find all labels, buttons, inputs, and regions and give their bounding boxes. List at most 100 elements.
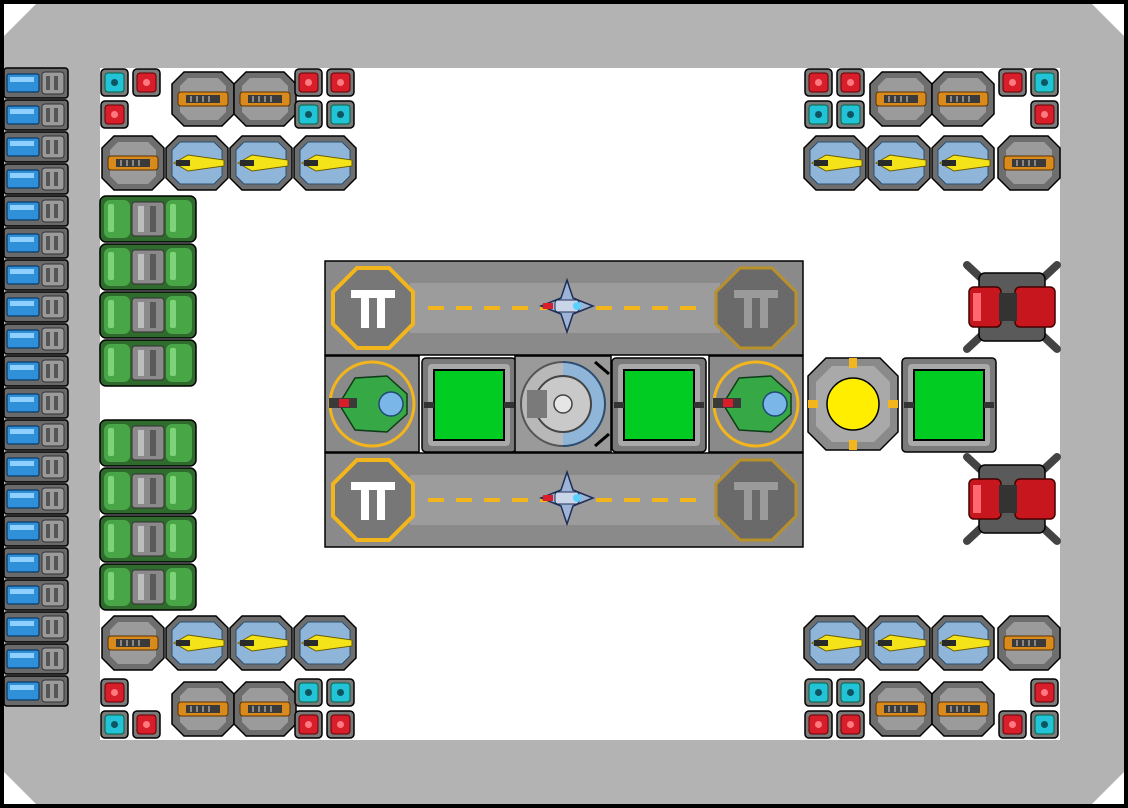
battery-cell[interactable] <box>3 547 69 579</box>
fuel-tank[interactable] <box>99 467 197 515</box>
landing-pad-icon <box>714 458 798 542</box>
shield-cell[interactable] <box>1030 678 1059 707</box>
shield-cell[interactable] <box>1030 100 1059 129</box>
shield-cell[interactable] <box>1030 710 1059 739</box>
battery-cell[interactable] <box>3 67 69 99</box>
shield-cell[interactable] <box>836 710 865 739</box>
frame-corner-bottom-left <box>4 772 36 804</box>
frame-corner-top-left <box>4 4 36 36</box>
laser-gun[interactable] <box>101 135 165 191</box>
plasma-cannon[interactable] <box>165 615 229 671</box>
battery-cell[interactable] <box>3 355 69 387</box>
shield-cell[interactable] <box>836 100 865 129</box>
shield-cell[interactable] <box>326 678 355 707</box>
shield-cell[interactable] <box>804 710 833 739</box>
fuel-tank[interactable] <box>99 243 197 291</box>
shield-cell[interactable] <box>294 678 323 707</box>
shield-cell[interactable] <box>804 100 833 129</box>
cargo-block[interactable] <box>421 357 517 453</box>
laser-gun[interactable] <box>997 615 1061 671</box>
frame-corner-bottom-right <box>1092 772 1124 804</box>
shield-cell[interactable] <box>132 68 161 97</box>
battery-cell[interactable] <box>3 99 69 131</box>
plasma-cannon[interactable] <box>803 615 867 671</box>
shield-cell[interactable] <box>100 710 129 739</box>
shield-cell[interactable] <box>294 710 323 739</box>
laser-gun[interactable] <box>233 71 297 127</box>
laser-gun[interactable] <box>869 681 933 737</box>
shield-cell[interactable] <box>326 100 355 129</box>
plasma-cannon[interactable] <box>803 135 867 191</box>
battery-cell[interactable] <box>3 323 69 355</box>
shield-cell[interactable] <box>100 678 129 707</box>
hangar-bay-bottom[interactable] <box>324 452 804 548</box>
plasma-cannon[interactable] <box>867 615 931 671</box>
plasma-cannon[interactable] <box>931 615 995 671</box>
battery-cell[interactable] <box>3 259 69 291</box>
battery-cell[interactable] <box>3 227 69 259</box>
turret-top[interactable] <box>967 265 1057 349</box>
turret-bottom[interactable] <box>967 457 1057 541</box>
fuel-tank[interactable] <box>99 195 197 243</box>
shield-cell[interactable] <box>804 678 833 707</box>
laser-gun[interactable] <box>101 615 165 671</box>
fuel-tank[interactable] <box>99 563 197 611</box>
laser-gun[interactable] <box>171 71 235 127</box>
laser-gun[interactable] <box>931 71 995 127</box>
shield-cell[interactable] <box>132 710 161 739</box>
shield-cell[interactable] <box>998 710 1027 739</box>
laser-gun[interactable] <box>869 71 933 127</box>
battery-cell[interactable] <box>3 483 69 515</box>
shield-cell[interactable] <box>1030 68 1059 97</box>
laser-gun[interactable] <box>997 135 1061 191</box>
battery-cell[interactable] <box>3 195 69 227</box>
shield-cell[interactable] <box>100 100 129 129</box>
shield-cell[interactable] <box>836 68 865 97</box>
shield-cell[interactable] <box>998 68 1027 97</box>
shield-cell[interactable] <box>294 100 323 129</box>
hangar-bay-top[interactable] <box>324 260 804 356</box>
battery-cell[interactable] <box>3 387 69 419</box>
laser-gun[interactable] <box>931 681 995 737</box>
battery-cell[interactable] <box>3 291 69 323</box>
shield-cell[interactable] <box>100 68 129 97</box>
plasma-cannon[interactable] <box>931 135 995 191</box>
battery-cell[interactable] <box>3 579 69 611</box>
fuel-tank[interactable] <box>99 339 197 387</box>
battery-cell[interactable] <box>3 675 69 707</box>
shield-cell[interactable] <box>294 68 323 97</box>
shield-cell[interactable] <box>804 68 833 97</box>
plasma-cannon[interactable] <box>293 615 357 671</box>
core-reactor[interactable] <box>514 355 612 453</box>
landing-pad-icon <box>331 458 415 542</box>
laser-gun[interactable] <box>233 681 297 737</box>
drone-bay-right[interactable] <box>707 354 805 454</box>
plasma-cannon[interactable] <box>229 615 293 671</box>
shield-cell[interactable] <box>326 68 355 97</box>
battery-cell[interactable] <box>3 419 69 451</box>
battery-cell[interactable] <box>3 451 69 483</box>
plasma-cannon[interactable] <box>165 135 229 191</box>
plasma-cannon[interactable] <box>867 135 931 191</box>
cargo-block[interactable] <box>901 357 997 453</box>
battery-cell[interactable] <box>3 131 69 163</box>
battery-cell[interactable] <box>3 643 69 675</box>
plasma-cannon[interactable] <box>229 135 293 191</box>
plasma-cannon[interactable] <box>293 135 357 191</box>
landing-pad-icon <box>331 266 415 350</box>
battery-cell[interactable] <box>3 611 69 643</box>
shield-cell[interactable] <box>326 710 355 739</box>
fuel-tank[interactable] <box>99 419 197 467</box>
battery-cell[interactable] <box>3 163 69 195</box>
fuel-tank[interactable] <box>99 515 197 563</box>
power-core[interactable] <box>807 357 899 451</box>
shield-cell[interactable] <box>836 678 865 707</box>
laser-gun[interactable] <box>171 681 235 737</box>
landing-pad-icon <box>714 266 798 350</box>
drone-bay-left[interactable] <box>323 354 421 454</box>
cargo-block[interactable] <box>611 357 707 453</box>
battery-cell[interactable] <box>3 515 69 547</box>
fuel-tank[interactable] <box>99 291 197 339</box>
